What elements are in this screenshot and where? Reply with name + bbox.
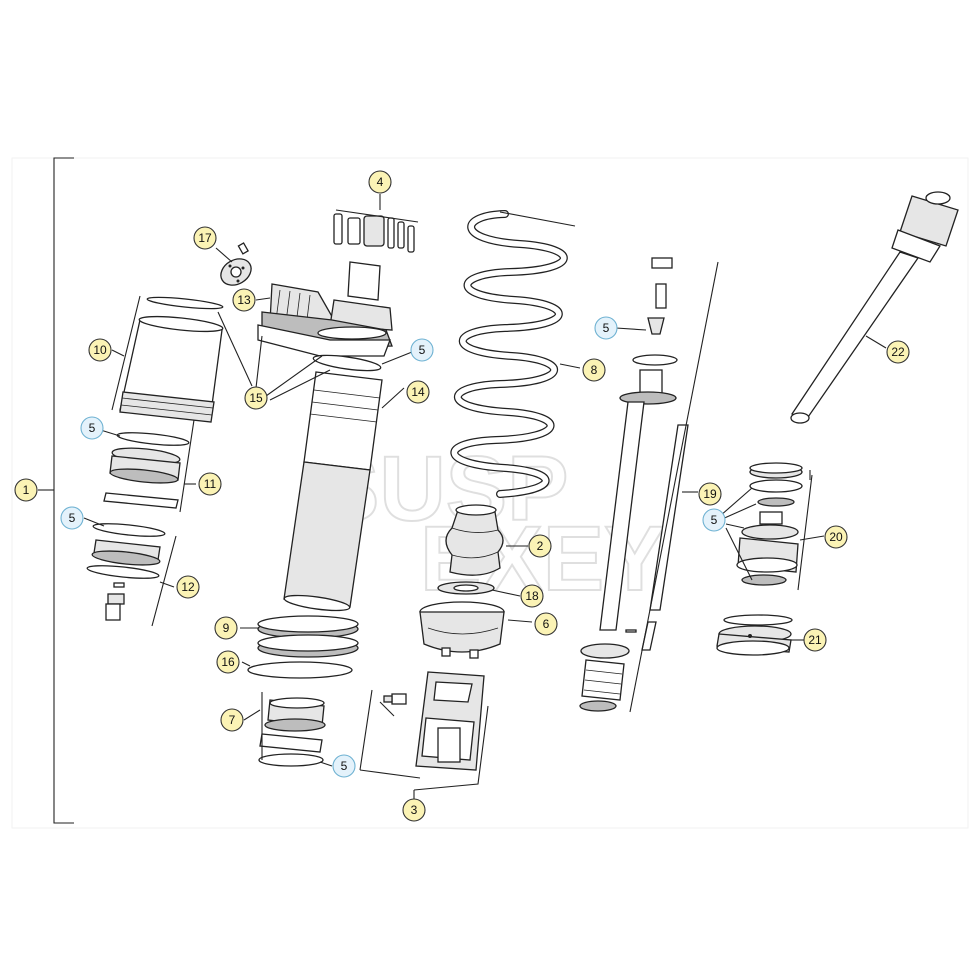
svg-text:20: 20 — [829, 530, 843, 544]
svg-text:16: 16 — [221, 655, 235, 669]
svg-text:8: 8 — [591, 363, 598, 377]
part-10-reservoir-can — [119, 296, 224, 423]
o-ring — [92, 523, 166, 537]
callout-7: 7 — [220, 708, 244, 732]
svg-text:9: 9 — [223, 621, 230, 635]
callout-14: 14 — [406, 380, 430, 404]
part-7-bottom-cup — [258, 697, 326, 767]
callout-19: 19 — [698, 482, 722, 506]
callout-1: 1 — [14, 478, 38, 502]
part-22-piston-rod — [790, 191, 959, 424]
diagram-frame — [11, 157, 969, 829]
part-upper-housing — [257, 261, 393, 357]
part-11-reservoir-piston — [103, 447, 181, 509]
part-6-spring-seat — [419, 601, 505, 659]
svg-text:22: 22 — [891, 345, 905, 359]
svg-text:5: 5 — [711, 513, 718, 527]
callout-20: 20 — [824, 525, 848, 549]
part-8-coil-spring — [450, 210, 576, 498]
callout-2: 2 — [528, 534, 552, 558]
callout-5-body-seal: 5 — [410, 338, 434, 362]
svg-text:14: 14 — [411, 385, 425, 399]
callout-11: 11 — [198, 472, 222, 496]
part-12-reservoir-cap — [86, 539, 161, 621]
part-9-preload-rings — [257, 615, 359, 658]
svg-text:5: 5 — [69, 511, 76, 525]
svg-text:18: 18 — [525, 589, 539, 603]
part-3-lower-clevis — [379, 671, 485, 771]
callout-4: 4 — [368, 170, 392, 194]
callout-21: 21 — [803, 628, 827, 652]
callout-8: 8 — [582, 358, 606, 382]
callout-15: 15 — [244, 386, 268, 410]
callout-13: 13 — [232, 288, 256, 312]
callout-18: 18 — [520, 584, 544, 608]
callout-5-piston-seal: 5 — [80, 416, 104, 440]
callout-6: 6 — [534, 612, 558, 636]
part-17-spherical-bearing — [220, 242, 252, 286]
callout-16: 16 — [216, 650, 240, 674]
callout-3: 3 — [402, 798, 426, 822]
svg-text:1: 1 — [23, 483, 30, 497]
callout-9: 9 — [214, 616, 238, 640]
svg-text:12: 12 — [181, 580, 195, 594]
svg-text:5: 5 — [89, 421, 96, 435]
svg-text:4: 4 — [377, 175, 384, 189]
callout-5-pilot-screw: 5 — [594, 316, 618, 340]
leader-lines — [83, 194, 887, 800]
callout-5-stack-seal: 5 — [702, 508, 726, 532]
part-20-damper-stack — [736, 462, 813, 591]
part-21-piston — [716, 614, 793, 656]
callout-12: 12 — [176, 575, 200, 599]
svg-text:21: 21 — [808, 633, 822, 647]
svg-text:5: 5 — [603, 321, 610, 335]
part-2-bump-stop — [445, 504, 504, 576]
part-4-bushings — [333, 209, 419, 253]
svg-text:7: 7 — [229, 713, 236, 727]
callout-5-bottom-seal: 5 — [332, 754, 356, 778]
part-19-shaft-assembly — [579, 257, 719, 713]
part-14-damper-body — [283, 354, 383, 612]
part-18-washer-hole — [453, 584, 479, 592]
callout-22: 22 — [886, 340, 910, 364]
callout-10: 10 — [88, 338, 112, 362]
svg-text:17: 17 — [198, 231, 212, 245]
svg-text:10: 10 — [93, 343, 107, 357]
svg-text:5: 5 — [341, 759, 348, 773]
part-16-ring — [247, 661, 353, 679]
svg-text:19: 19 — [703, 487, 717, 501]
svg-text:11: 11 — [204, 477, 217, 491]
callout-17: 17 — [193, 226, 217, 250]
svg-text:2: 2 — [537, 539, 544, 553]
svg-text:3: 3 — [411, 803, 418, 817]
callout-5-cap-seal: 5 — [60, 506, 84, 530]
svg-text:13: 13 — [237, 293, 251, 307]
svg-text:15: 15 — [249, 391, 263, 405]
svg-text:6: 6 — [543, 617, 550, 631]
svg-text:5: 5 — [419, 343, 426, 357]
